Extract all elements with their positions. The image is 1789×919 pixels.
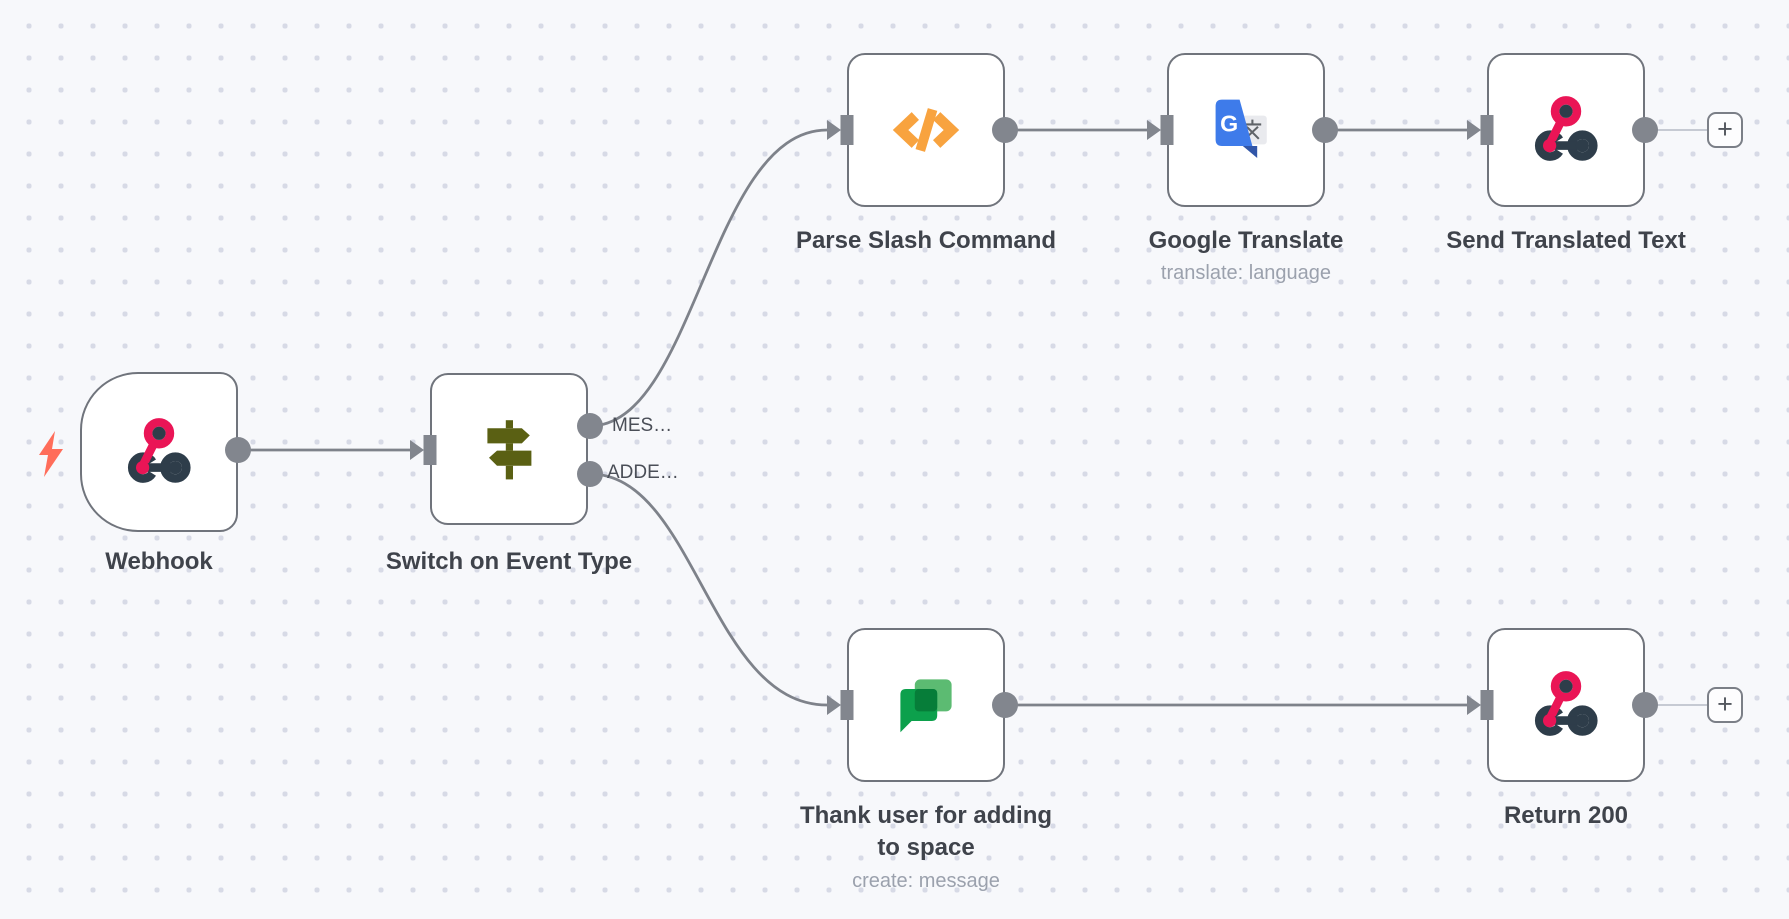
webhook-icon	[120, 413, 198, 491]
node-label-gtranslate: Google Translate translate: language	[1076, 225, 1416, 287]
port-in-gtranslate[interactable]	[1147, 115, 1174, 145]
node-send-translated-text[interactable]	[1487, 53, 1645, 207]
port-out-parse[interactable]	[992, 117, 1018, 143]
port-out-return[interactable]	[1632, 692, 1658, 718]
add-node-button-top[interactable]: +	[1707, 112, 1743, 148]
edge-switch-to-parse[interactable]	[589, 128, 828, 428]
node-return-200[interactable]	[1487, 628, 1645, 782]
port-out-switch-1[interactable]	[577, 461, 603, 487]
node-subtitle-gtranslate: translate: language	[1160, 262, 1332, 285]
port-out-webhook[interactable]	[225, 437, 251, 463]
lightning-bolt-icon	[36, 425, 66, 483]
node-subtitle-thank: create: message	[852, 869, 1000, 892]
switch-output-label-1: ADDE…	[607, 462, 679, 483]
plus-icon: +	[1717, 688, 1733, 719]
google-chat-icon	[886, 665, 966, 745]
svg-text:G: G	[1220, 111, 1238, 137]
node-label-send: Send Translated Text	[1446, 227, 1686, 254]
node-google-translate[interactable]: G	[1167, 53, 1325, 207]
node-label-thank: Thank user for adding to space create: m…	[756, 800, 1096, 895]
port-out-gtranslate[interactable]	[1312, 117, 1338, 143]
node-label-switch: Switch on Event Type	[385, 548, 633, 575]
plus-icon: +	[1717, 113, 1733, 144]
node-label-parse: Parse Slash Command	[795, 227, 1057, 254]
respond-to-webhook-icon	[1527, 91, 1605, 169]
port-out-switch-0[interactable]	[577, 413, 603, 439]
node-label-webhook: Webhook	[105, 548, 213, 575]
node-webhook[interactable]	[39, 372, 238, 532]
port-out-send[interactable]	[1632, 117, 1658, 143]
node-parse-slash-command[interactable]	[847, 53, 1005, 207]
port-in-return[interactable]	[1467, 690, 1494, 720]
port-in-switch[interactable]	[410, 435, 437, 465]
port-out-thank[interactable]	[992, 692, 1018, 718]
edge-switch-to-thank[interactable]	[589, 472, 828, 707]
port-in-thank[interactable]	[827, 690, 854, 720]
node-switch[interactable]	[430, 373, 588, 525]
port-in-parse[interactable]	[827, 115, 854, 145]
switch-output-label-0: MES…	[612, 415, 673, 436]
switch-icon	[469, 409, 549, 489]
port-in-send[interactable]	[1467, 115, 1494, 145]
add-node-button-bottom[interactable]: +	[1707, 687, 1743, 723]
code-icon	[885, 89, 967, 171]
respond-to-webhook-icon	[1527, 666, 1605, 744]
node-label-return: Return 200	[1503, 802, 1629, 829]
google-translate-icon: G	[1206, 90, 1286, 170]
